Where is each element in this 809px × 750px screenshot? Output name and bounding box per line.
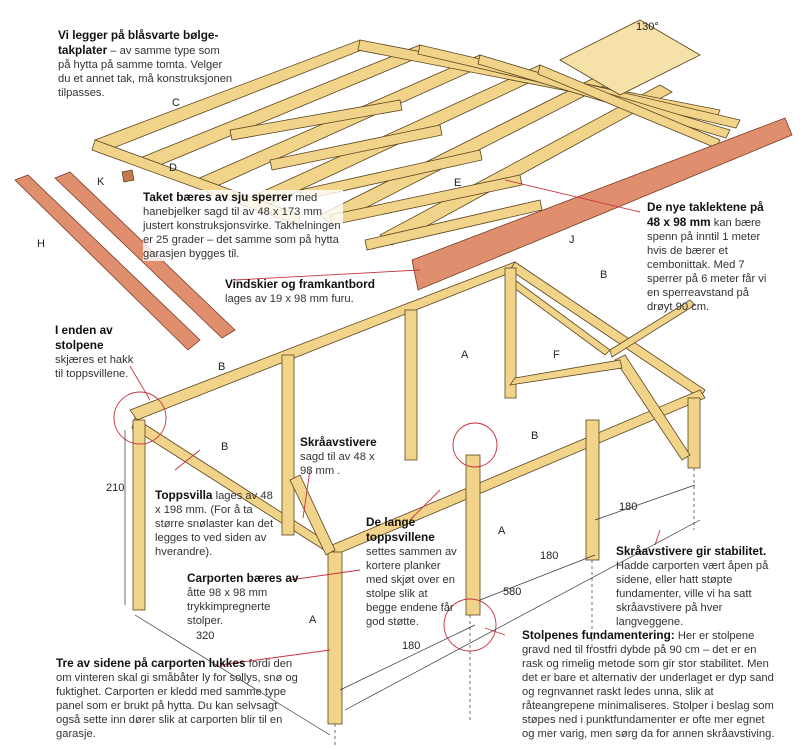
note-braces-body: sagd til av 48 x 98 mm . — [300, 451, 375, 477]
part-label-c: C — [172, 97, 180, 109]
dim-span-front: 180 — [402, 640, 421, 652]
note-battens: De nye taklektene på 48 x 98 mm kan bære… — [647, 200, 772, 314]
frame — [129, 261, 706, 725]
dimension-lines — [124, 430, 701, 745]
note-stability-title: Skråavstivere gir stabilitet. — [616, 544, 767, 558]
note-top-sill-title: Toppsvilla — [155, 488, 213, 502]
part-label-b-back: B — [600, 269, 608, 281]
leader-lines — [113, 179, 661, 666]
part-label-b-right: B — [531, 430, 539, 442]
note-braces: Skråavstivere sagd til av 48 x 98 mm . — [300, 435, 380, 478]
part-label-a-mid: A — [498, 525, 506, 537]
roof-rafters — [91, 19, 741, 251]
note-braces-title: Skråavstivere — [300, 435, 377, 449]
note-foundation: Stolpenes fundamentering: Her er stolpen… — [522, 628, 777, 741]
note-roofing-body: – av samme type som på hytta på samme to… — [58, 45, 233, 99]
dim-angle: 130° — [636, 21, 659, 33]
note-rafters-title: Taket bæres av sju sperrer — [143, 190, 293, 204]
note-post-ends-body: skjæres et hakk til toppsvillene. — [55, 354, 134, 380]
part-label-e: E — [454, 177, 462, 189]
part-label-f: F — [553, 349, 560, 361]
note-long-sills-title: De lange toppsvillene — [366, 515, 435, 544]
part-label-b-front: B — [221, 441, 229, 453]
block-k — [121, 169, 135, 183]
note-top-sill-body: lages av 48 x 198 mm. (For å ta større s… — [155, 490, 274, 558]
note-long-sills: De lange toppsvillene settes sammen av k… — [366, 515, 458, 629]
note-roofing: Vi legger på blåsvarte bølge-takplater –… — [58, 28, 233, 100]
note-bargeboards-body: lages av 19 x 98 mm furu. — [225, 293, 354, 305]
note-post-ends: I enden av stolpene skjæres et hakk til … — [55, 323, 140, 381]
note-foundation-title: Stolpenes fundamentering: — [522, 628, 675, 642]
part-label-b-left: B — [218, 361, 226, 373]
note-rafters: Taket bæres av sju sperrer med hanebjelk… — [143, 190, 343, 261]
note-closed-sides-title: Tre av sidene på carporten lukkes — [56, 656, 246, 670]
dim-span-mid: 180 — [540, 550, 559, 562]
dim-height: 210 — [106, 482, 125, 494]
note-rafters-body: med hanebjelker sagd til av 48 x 173 mm … — [143, 192, 341, 260]
note-stability-body: Hadde carporten vært åpen på sidene, ell… — [616, 560, 769, 628]
part-label-j: J — [569, 234, 575, 246]
part-label-d: D — [169, 162, 177, 174]
part-label-a-front: A — [309, 614, 317, 626]
dim-width: 320 — [196, 630, 215, 642]
note-posts-body: åtte 98 x 98 mm trykkimpregnerte stolper… — [187, 587, 271, 627]
note-roofing-title: Vi legger på blåsvarte bølge-takplater — [58, 28, 219, 57]
part-label-h: H — [37, 238, 45, 250]
part-label-a-back: A — [461, 349, 469, 361]
note-stability: Skråavstivere gir stabilitet. Hadde carp… — [616, 544, 776, 629]
note-post-ends-title: I enden av stolpene — [55, 323, 113, 352]
note-posts: Carporten bæres av åtte 98 x 98 mm trykk… — [187, 571, 305, 628]
note-closed-sides-body: fordi den om vinteren skal gi småbåter l… — [56, 658, 298, 740]
note-closed-sides: Tre av sidene på carporten lukkes fordi … — [56, 656, 301, 741]
note-battens-body: kan bære spenn på inntil 1 meter hvis de… — [647, 217, 767, 313]
note-top-sill: Toppsvilla lages av 48 x 198 mm. (For å … — [155, 488, 275, 559]
note-foundation-body: Her er stolpene gravd ned til frostfri d… — [522, 630, 775, 740]
part-label-k: K — [97, 176, 105, 188]
note-long-sills-body: settes sammen av kortere planker med skj… — [366, 546, 457, 628]
note-posts-title: Carporten bæres av — [187, 571, 299, 585]
note-bargeboards: Vindskier og framkantbord lages av 19 x … — [225, 277, 395, 306]
note-bargeboards-title: Vindskier og framkantbord — [225, 277, 375, 291]
dim-span-back: 180 — [619, 501, 638, 513]
dim-length: 580 — [503, 586, 522, 598]
note-battens-title: De nye taklektene på 48 x 98 mm — [647, 200, 764, 229]
